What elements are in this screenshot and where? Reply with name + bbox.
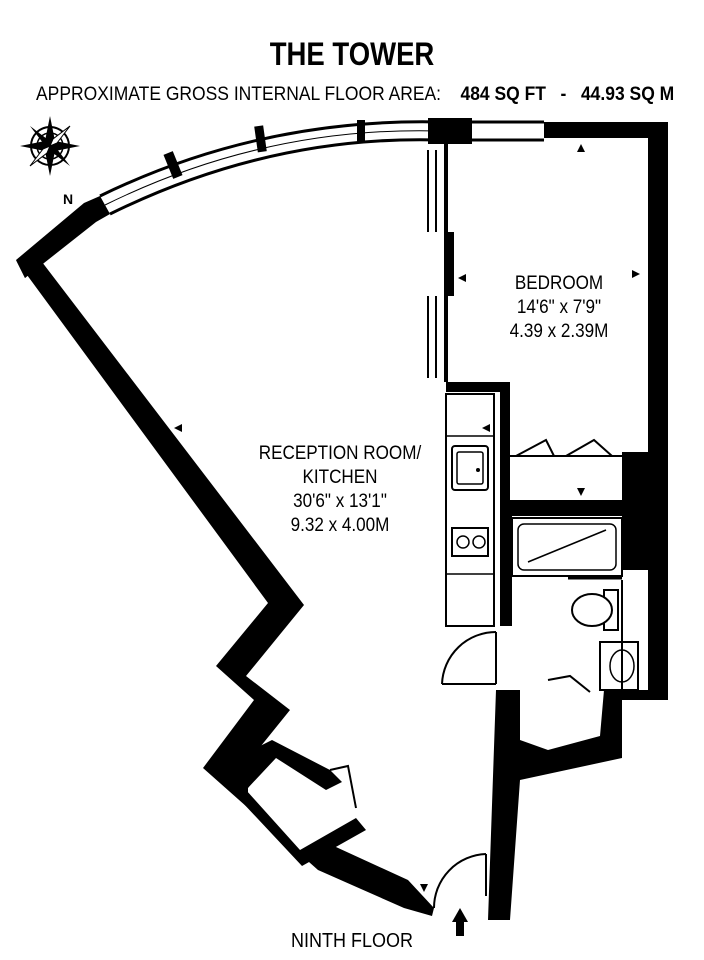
compass-north-label: N bbox=[63, 191, 73, 207]
reception-metric: 9.32 x 4.00M bbox=[290, 515, 390, 536]
right-outer-wall bbox=[488, 122, 668, 920]
reception-label: RECEPTION ROOM/ KITCHEN 30'6" x 13'1" 9.… bbox=[250, 442, 430, 538]
reception-name-line2: KITCHEN bbox=[302, 467, 378, 488]
curved-window-wall bbox=[99, 118, 544, 216]
bedroom-partition bbox=[427, 140, 510, 500]
left-diagonal-wall bbox=[16, 260, 434, 916]
bathroom-door bbox=[441, 631, 591, 693]
bath-icon bbox=[511, 517, 623, 580]
ceiling-markers bbox=[174, 144, 640, 892]
bedroom-label: BEDROOM 14'6" x 7'9" 4.39 x 2.39M bbox=[501, 272, 618, 344]
basin-icon bbox=[599, 641, 639, 691]
hob-icon bbox=[451, 527, 489, 557]
sink-icon bbox=[451, 445, 489, 491]
closet-door-swing bbox=[329, 764, 357, 809]
bathroom-left-wall bbox=[500, 500, 512, 626]
plan-title: THE TOWER bbox=[269, 36, 435, 72]
bedroom-name: BEDROOM bbox=[514, 273, 604, 294]
floor-area-label: APPROXIMATE GROSS INTERNAL FLOOR AREA: bbox=[36, 84, 442, 105]
lower-left-closet bbox=[248, 742, 358, 860]
reception-name-line1: RECEPTION ROOM/ bbox=[258, 443, 422, 464]
compass-icon bbox=[20, 116, 80, 176]
wardrobe-doors bbox=[510, 438, 622, 457]
bedroom-metric: 4.39 x 2.39M bbox=[509, 321, 609, 342]
entrance-door bbox=[433, 853, 487, 909]
reception-imperial: 30'6" x 13'1" bbox=[293, 491, 387, 512]
toilet-icon bbox=[571, 589, 619, 631]
floor-area-sqft: 484 SQ FT bbox=[460, 84, 546, 105]
closet-walls bbox=[212, 740, 366, 866]
floor-area-separator: - bbox=[560, 84, 567, 105]
bedroom-imperial: 14'6" x 7'9" bbox=[516, 297, 602, 318]
floor-label: NINTH FLOOR bbox=[290, 930, 414, 952]
left-outer-wall bbox=[16, 196, 110, 278]
floor-area-line: APPROXIMATE GROSS INTERNAL FLOOR AREA: 4… bbox=[36, 84, 674, 106]
floor-area-sqm: 44.93 SQ M bbox=[580, 84, 675, 105]
entrance-arrow-icon bbox=[452, 908, 468, 936]
kitchen-counter bbox=[445, 393, 495, 627]
bathroom-top-wall bbox=[500, 500, 654, 516]
